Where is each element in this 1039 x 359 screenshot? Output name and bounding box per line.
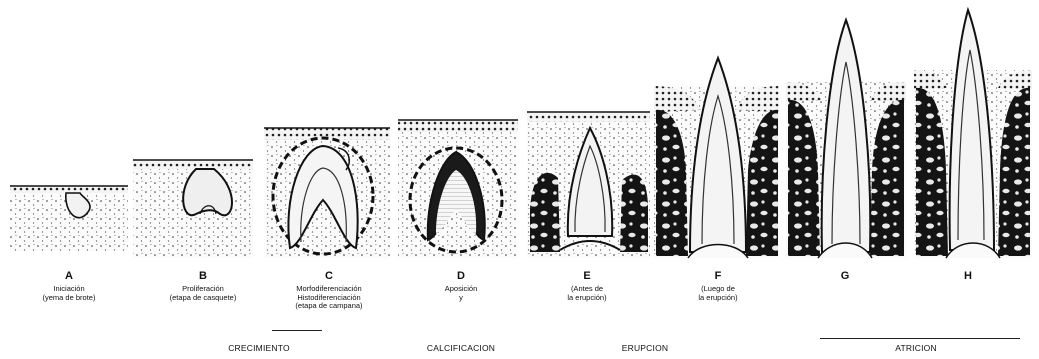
phase-crecimiento: CRECIMIENTO xyxy=(204,344,314,354)
stage-e-letter: E xyxy=(572,270,602,283)
stage-d-figure xyxy=(398,120,518,258)
stage-d-letter: D xyxy=(446,270,476,283)
stage-e-caption: (Antes de la erupción) xyxy=(545,285,629,302)
stage-g-figure xyxy=(786,20,906,258)
stage-b-figure xyxy=(133,160,253,258)
stage-a-letter: A xyxy=(54,270,84,283)
stage-a-figure xyxy=(10,186,128,251)
stage-a-caption: Iniciación (yema de brote) xyxy=(24,285,114,302)
phase-calcificacion: CALCIFICACION xyxy=(396,344,526,354)
stage-b-caption: Proliferación (etapa de casquete) xyxy=(150,285,256,302)
phase-erupcion: ERUPCION xyxy=(600,344,690,354)
stage-h-figure xyxy=(914,10,1032,258)
stage-f-figure xyxy=(654,58,779,258)
stage-f-caption: (Luego de la erupción) xyxy=(676,285,760,302)
stage-c-figure xyxy=(264,128,390,258)
stage-g-letter: G xyxy=(830,270,860,283)
atricion-rule xyxy=(820,338,1020,339)
phase-atricion: ATRICION xyxy=(866,344,966,354)
stage-c-letter: C xyxy=(314,270,344,283)
stage-c-caption: Morfodiferenciación Histodiferenciación … xyxy=(264,285,394,311)
crecimiento-rule xyxy=(272,330,322,331)
stage-b-letter: B xyxy=(188,270,218,283)
stage-e-figure xyxy=(527,112,650,258)
stage-d-caption: Aposición y xyxy=(420,285,502,302)
stage-h-letter: H xyxy=(953,270,983,283)
stage-f-letter: F xyxy=(703,270,733,283)
